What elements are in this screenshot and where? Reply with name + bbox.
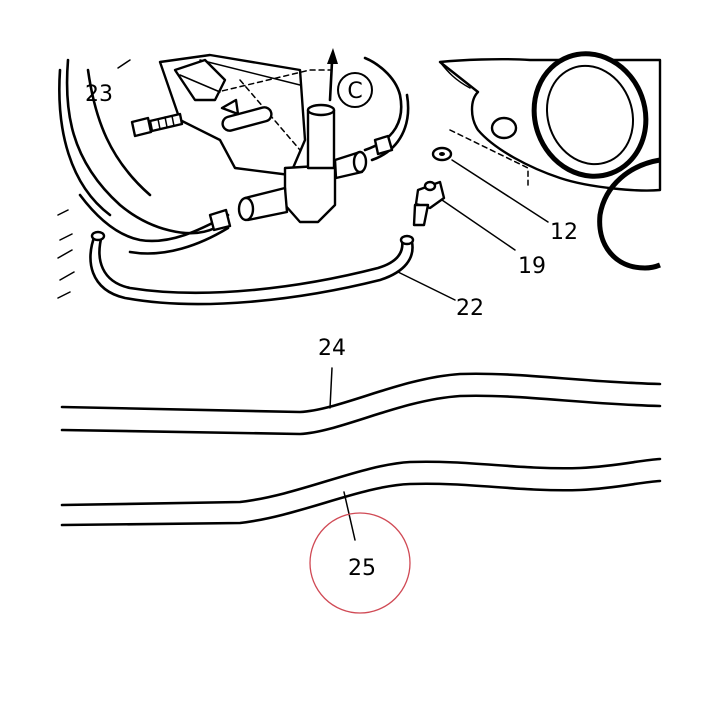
highlight-circle: [309, 512, 411, 614]
t-fitting: [237, 48, 368, 224]
callout-12: 12: [550, 220, 578, 245]
view-marker-circle: [337, 72, 373, 108]
leader-12: [451, 159, 549, 223]
engine-body-outline: [57, 58, 217, 299]
bolt: [130, 112, 184, 138]
washer-12: [431, 146, 453, 162]
callout-24: 24: [318, 336, 346, 361]
left-hose: [78, 193, 232, 255]
thermostat-housing: [158, 53, 331, 177]
callout-22: 22: [456, 296, 484, 321]
outlet-housing: [438, 51, 662, 271]
hose-24: [60, 372, 662, 436]
upper-hose: [363, 56, 410, 162]
callout-19: 19: [518, 254, 546, 279]
view-marker-label: C: [347, 79, 362, 104]
leader-22: [397, 271, 456, 301]
callout-25: 25: [348, 556, 376, 581]
callout-23: 23: [85, 82, 113, 107]
leader-24: [329, 367, 333, 409]
leader-19: [441, 199, 516, 251]
leader-25: [343, 491, 356, 541]
view-marker-c: C: [337, 72, 373, 108]
bleed-screw-19: [412, 180, 446, 227]
hose-25: [60, 457, 662, 527]
hose-22: [89, 230, 415, 306]
